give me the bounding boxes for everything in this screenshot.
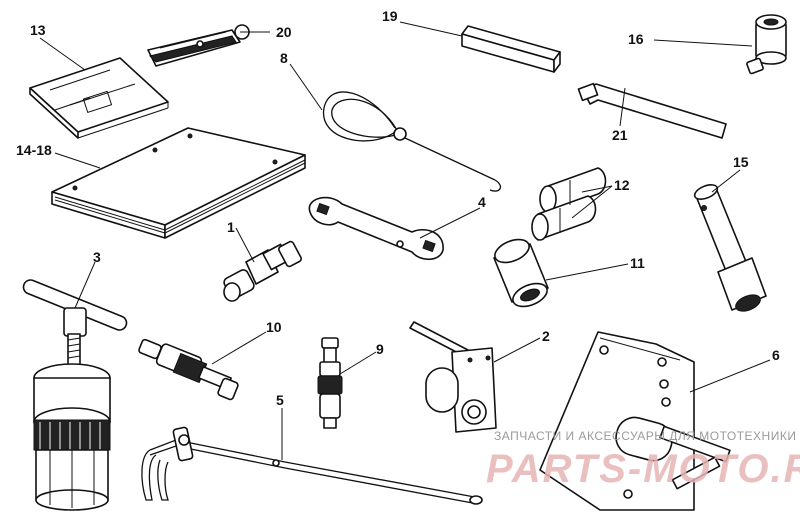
part-11-sleeve	[493, 238, 549, 308]
label-20: 20	[276, 24, 292, 40]
part-1-adapter	[223, 240, 302, 302]
part-16-socket	[746, 14, 787, 75]
label-1: 1	[227, 219, 235, 235]
watermark: ЗАПЧАСТИ И АКСЕССУАРЫ ДЛЯ МОТОТЕХНИКИ PA…	[486, 429, 800, 491]
part-3-puller	[22, 279, 128, 511]
label-4: 4	[478, 194, 486, 210]
label-9: 9	[376, 341, 384, 357]
watermark-brand: PARTS-MOTO.RU	[486, 447, 800, 491]
part-19-bar	[461, 25, 561, 73]
leader-lines	[39, 21, 771, 460]
part-20-tool-pouch	[147, 24, 250, 67]
label-8: 8	[280, 50, 288, 66]
part-4-wrench	[308, 196, 444, 261]
label-16: 16	[628, 31, 644, 47]
part-13-manual	[29, 57, 169, 139]
label-19: 19	[382, 8, 398, 24]
part-2-plate	[409, 321, 497, 433]
watermark-caption: ЗАПЧАСТИ И АКСЕССУАРЫ ДЛЯ МОТОТЕХНИКИ	[494, 429, 796, 443]
label-12: 12	[614, 177, 630, 193]
part-15-box-spanner	[693, 184, 767, 312]
part-6-bracket	[539, 331, 731, 511]
part-14-18-book	[51, 127, 306, 239]
label-2: 2	[542, 328, 550, 344]
part-8-wire-loop	[323, 91, 502, 192]
label-14-18: 14-18	[16, 142, 52, 158]
label-21: 21	[612, 127, 628, 143]
part-12-bushings	[531, 167, 607, 241]
label-6: 6	[772, 347, 780, 363]
callout-labels: 13 20 8 19 16 21 14-18 4 12 15 1 11 3 10…	[16, 8, 780, 408]
part-9-tool	[317, 337, 343, 429]
label-13: 13	[30, 22, 46, 38]
part-10-tool	[138, 338, 239, 401]
label-11: 11	[630, 255, 645, 271]
label-15: 15	[733, 154, 749, 170]
label-5: 5	[276, 392, 284, 408]
label-3: 3	[93, 249, 101, 265]
part-5-hook-tool	[141, 426, 483, 505]
label-10: 10	[266, 319, 282, 335]
part-21-hex-key	[577, 82, 727, 139]
